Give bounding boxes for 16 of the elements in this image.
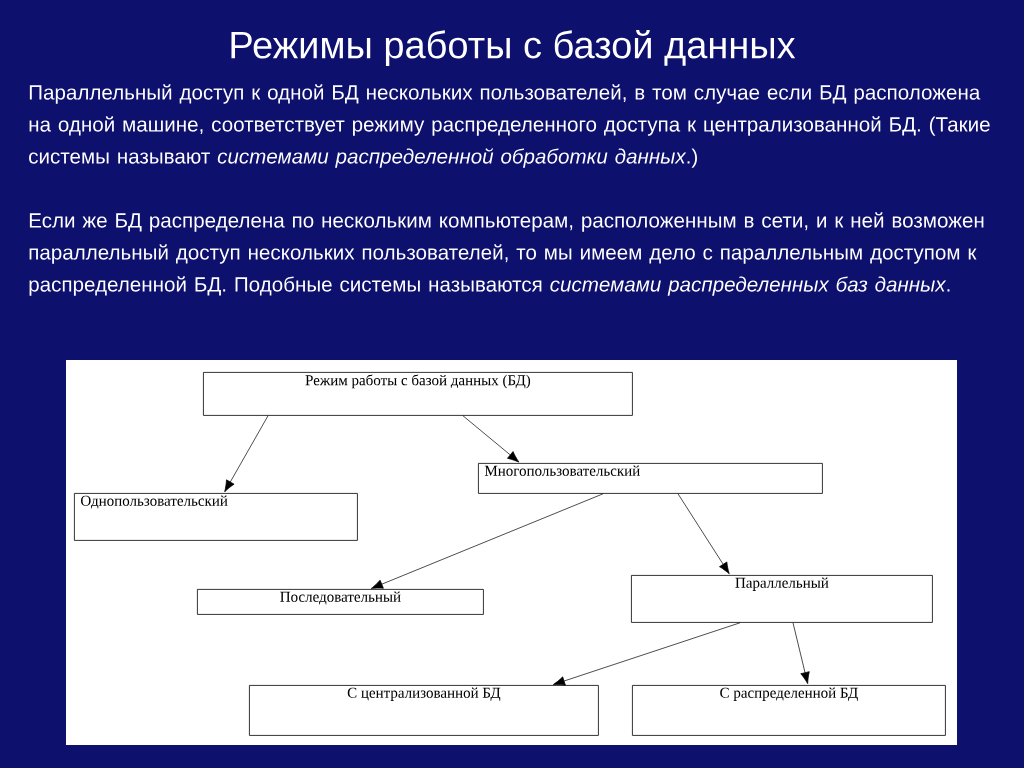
mode-box: Режим работы с базой данных (БД) [203, 372, 633, 416]
mode-box: С централизованной БД [249, 685, 599, 736]
paragraph: Если же БД распределена по нескольким компьютерам, расположенным в сети, и к ней возможен параллельный доступ нескольких пользователей, то мы имеем дело с параллельным доступом к распределенной БД. Подобные системы называются системами распределенных баз данных. [29, 212, 984, 296]
slide-title: Режимы работы с базой данных [231, 29, 796, 67]
arrow [553, 622, 741, 686]
arrow [370, 493, 604, 589]
mode-box: Последовательный [197, 589, 484, 615]
mode-box: С распределенной БД [632, 685, 946, 736]
arrow [677, 493, 730, 575]
mode-box: Однопользовательский [74, 493, 358, 541]
arrow [224, 415, 269, 493]
mode-box: Многопользовательский [478, 463, 823, 494]
arrow [792, 622, 810, 684]
paragraph: Параллельный доступ к одной БД нескольких пользователей, в том случае если БД расположена на одной машине, соответствует режиму распределенного доступа к централизованной БД. (Такие системы называют системами распределенной обработки данных.) [29, 84, 990, 168]
arrow [462, 415, 520, 463]
mode-box: Параллельный [631, 575, 933, 623]
